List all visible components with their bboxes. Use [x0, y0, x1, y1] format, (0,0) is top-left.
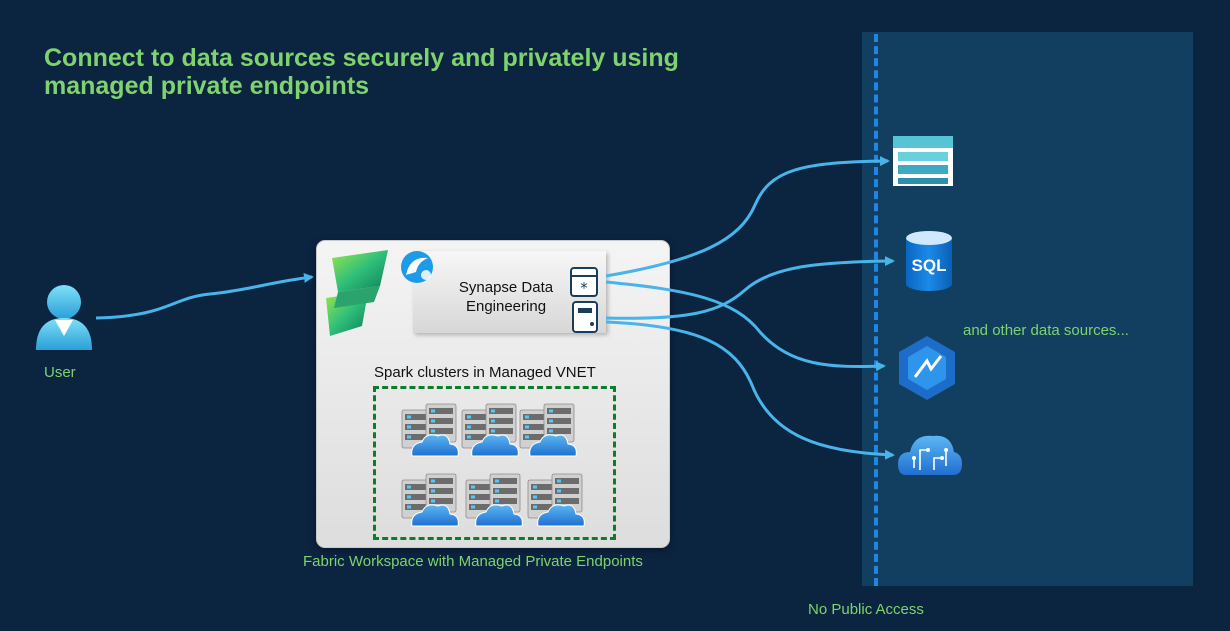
synapse-label: Synapse Data Engineering [458, 279, 554, 315]
fabric-logo-icon [326, 250, 388, 336]
svg-text:*: * [580, 279, 588, 297]
page-title: Connect to data sources securely and pri… [44, 44, 679, 100]
spark-clusters-label: Spark clusters in Managed VNET [374, 364, 596, 381]
spark-cluster-grid [402, 404, 584, 526]
no-public-access-zone [862, 32, 1193, 586]
synapse-logo-icon [401, 251, 433, 283]
sql-label: SQL [911, 256, 947, 275]
user-label: User [44, 364, 76, 381]
managed-vnet-boundary [373, 386, 616, 540]
notebook-icon: * [570, 267, 598, 297]
private-boundary-line [874, 34, 878, 586]
other-data-sources-label: and other data sources... [963, 322, 1129, 339]
user-icon [36, 285, 92, 350]
connector-to-cognitive [605, 320, 895, 460]
connector-to-synapse-pipeline [605, 280, 886, 372]
storage-icon [893, 136, 953, 186]
cognitive-services-icon [898, 435, 962, 475]
workspace-caption: Fabric Workspace with Managed Private En… [303, 553, 643, 570]
connector-to-storage [605, 156, 890, 278]
server-icon [572, 301, 598, 333]
sql-database-icon [906, 231, 952, 291]
user-to-workspace-connector [95, 272, 314, 320]
synapse-pipeline-icon [899, 336, 955, 400]
no-public-access-label: No Public Access [808, 601, 924, 618]
connector-to-sql [605, 256, 895, 320]
